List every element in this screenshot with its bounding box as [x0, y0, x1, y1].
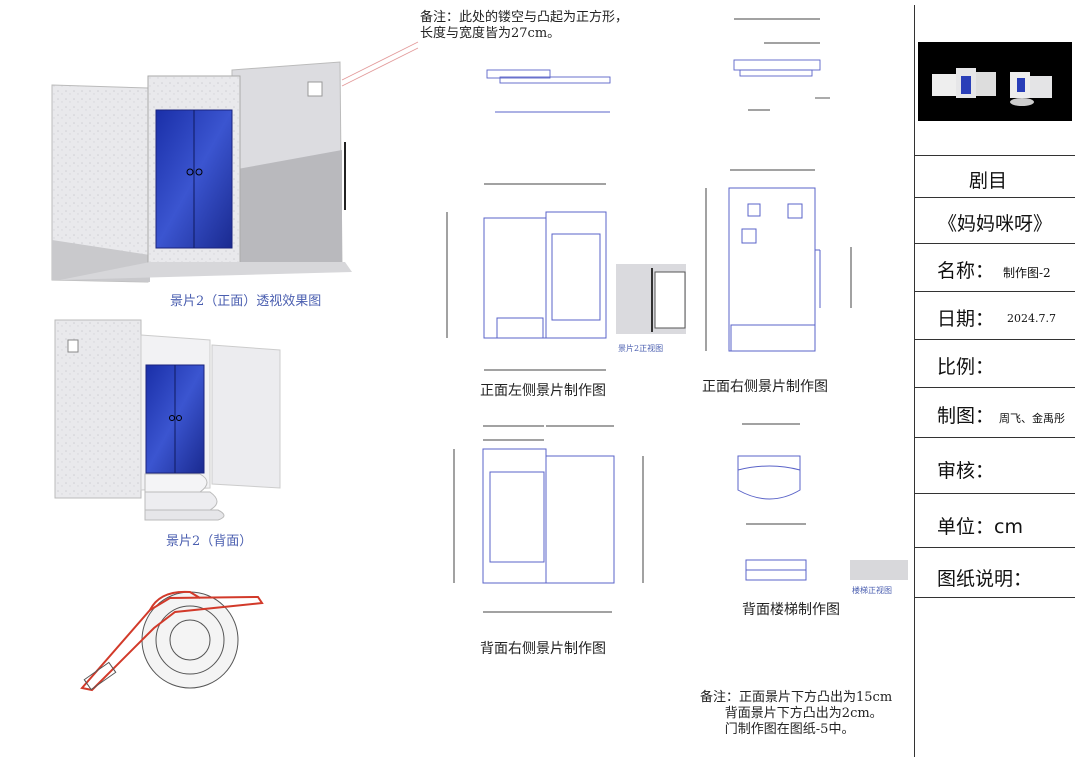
render-thumbnail-image	[932, 68, 1052, 106]
front-right-drawing	[705, 169, 852, 352]
drafter-value: 周飞、金禹彤	[999, 412, 1065, 425]
top-right-plan	[733, 18, 830, 111]
row-unit: 单位：cm	[915, 493, 1075, 548]
row-name: 名称： 制作图-2	[915, 243, 1075, 292]
stairs-elev-thumb	[850, 560, 908, 580]
title-block: 剧目 《妈妈咪呀》 名称： 制作图-2 日期： 2024.7.7 比例： 制图：…	[914, 5, 1075, 757]
caption-back-view: 景片2（背面）	[166, 534, 253, 549]
caption-front-right: 正面右侧景片制作图	[702, 379, 828, 395]
caption-back-stairs: 背面楼梯制作图	[742, 602, 840, 618]
front-perspective-render	[51, 61, 352, 283]
front-elev-small	[616, 264, 686, 334]
render-thumbnail	[918, 42, 1072, 121]
top-plan-strip	[486, 69, 611, 113]
row-play-name: 《妈妈咪呀》	[915, 197, 1075, 244]
caption-stairs-elev-small: 楼梯正视图	[852, 586, 892, 595]
back-view-render	[54, 319, 281, 521]
caption-front-elev-small: 景片2正视图	[618, 344, 664, 353]
front-left-drawing	[446, 183, 607, 371]
review-label: 审核：	[937, 460, 995, 482]
row-date: 日期： 2024.7.7	[915, 291, 1075, 340]
caption-front-perspective: 景片2（正面）透视效果图	[170, 294, 322, 309]
row-scale: 比例：	[915, 339, 1075, 388]
drafter-label: 制图：	[937, 405, 995, 427]
name-label: 名称：	[937, 260, 995, 282]
row-play-label: 剧目	[915, 155, 1075, 198]
row-review: 审核：	[915, 437, 1075, 494]
unit-label: 单位：cm	[937, 516, 1023, 538]
plan-diagram	[80, 590, 264, 692]
back-right-drawing	[453, 425, 644, 613]
caption-back-right: 背面右侧景片制作图	[480, 641, 606, 657]
bottom-note: 备注：正面景片下方凸出为15cm 背面景片下方凸出为2cm。 门制作图在图纸-5…	[700, 690, 893, 737]
top-note: 备注：此处的镂空与凸起为正方形， 长度与宽度皆为27cm。	[420, 10, 629, 41]
row-legend: 图纸说明：	[915, 547, 1075, 598]
row-legend-bottom	[915, 597, 1075, 598]
legend-label: 图纸说明：	[937, 568, 1033, 590]
scale-label: 比例：	[937, 356, 995, 378]
name-value: 制作图-2	[1003, 266, 1051, 280]
play-name: 《妈妈咪呀》	[937, 213, 1052, 235]
play-label: 剧目	[969, 170, 1008, 192]
row-drafter: 制图： 周飞、金禹彤	[915, 387, 1075, 438]
date-label: 日期：	[937, 308, 995, 330]
back-stairs-drawing	[737, 423, 807, 581]
caption-front-left: 正面左侧景片制作图	[480, 383, 606, 399]
date-value: 2024.7.7	[1007, 312, 1056, 325]
